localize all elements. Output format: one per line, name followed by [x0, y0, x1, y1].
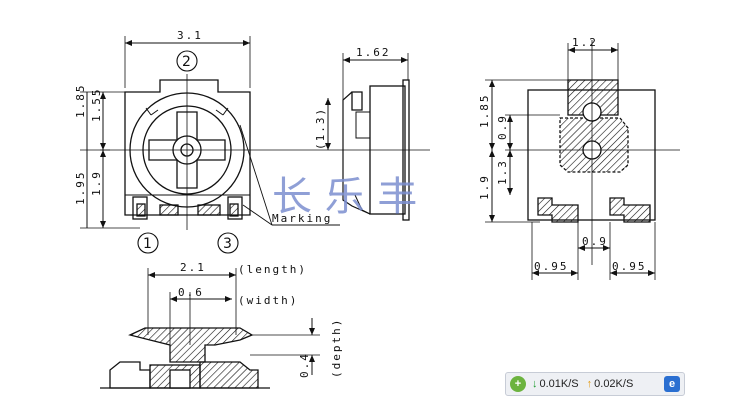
land-top-width-dim: 1.2	[572, 36, 598, 49]
browser-icon[interactable]: e	[664, 376, 680, 392]
up-arrow-icon: ↑	[586, 378, 593, 390]
land-h4-dim: 1.9	[478, 174, 491, 200]
land-left-width-dim: 0.95	[534, 260, 569, 273]
top-width-dim: 3.1	[177, 29, 203, 42]
land-pattern-view	[485, 40, 680, 280]
land-h2-dim: 0.9	[496, 114, 509, 140]
up-speed: 0.02K/S	[594, 378, 634, 390]
length-dim: 2.1	[180, 261, 206, 274]
land-h1-dim: 1.85	[478, 94, 491, 129]
side-view	[320, 53, 430, 221]
top-view	[80, 36, 340, 254]
depth-dim: 0.4	[298, 352, 311, 378]
width-label: (width)	[238, 294, 298, 307]
plus-icon[interactable]: +	[510, 376, 526, 392]
depth-label: (depth)	[330, 318, 343, 378]
top-h2-dim: 1.55	[90, 88, 103, 123]
land-h3-dim: 1.3	[496, 159, 509, 185]
width-dim: 0.6	[178, 286, 204, 299]
side-thickness-dim: 1.62	[356, 46, 391, 59]
watermark-text: 长 乐 丰	[272, 174, 417, 220]
section-view	[100, 268, 320, 389]
side-ref-dim: (1.3)	[314, 107, 327, 150]
pin-1-label: 1	[143, 236, 152, 252]
pin-2-label: 2	[182, 54, 191, 70]
down-arrow-icon: ↓	[532, 378, 538, 390]
top-h4-dim: 1.9	[90, 170, 103, 196]
top-h3-dim: 1.95	[74, 171, 87, 206]
land-center-width-dim: 0.9	[582, 235, 608, 248]
land-right-width-dim: 0.95	[612, 260, 647, 273]
length-label: (length)	[238, 263, 307, 276]
top-h1-dim: 1.85	[74, 84, 87, 119]
download-status-bar[interactable]: + ↓ 0.01K/S ↑ 0.02K/S e	[505, 372, 685, 396]
marking-label: Marking	[272, 212, 332, 225]
pin-3-label: 3	[223, 236, 232, 252]
down-speed: 0.01K/S	[539, 378, 579, 390]
